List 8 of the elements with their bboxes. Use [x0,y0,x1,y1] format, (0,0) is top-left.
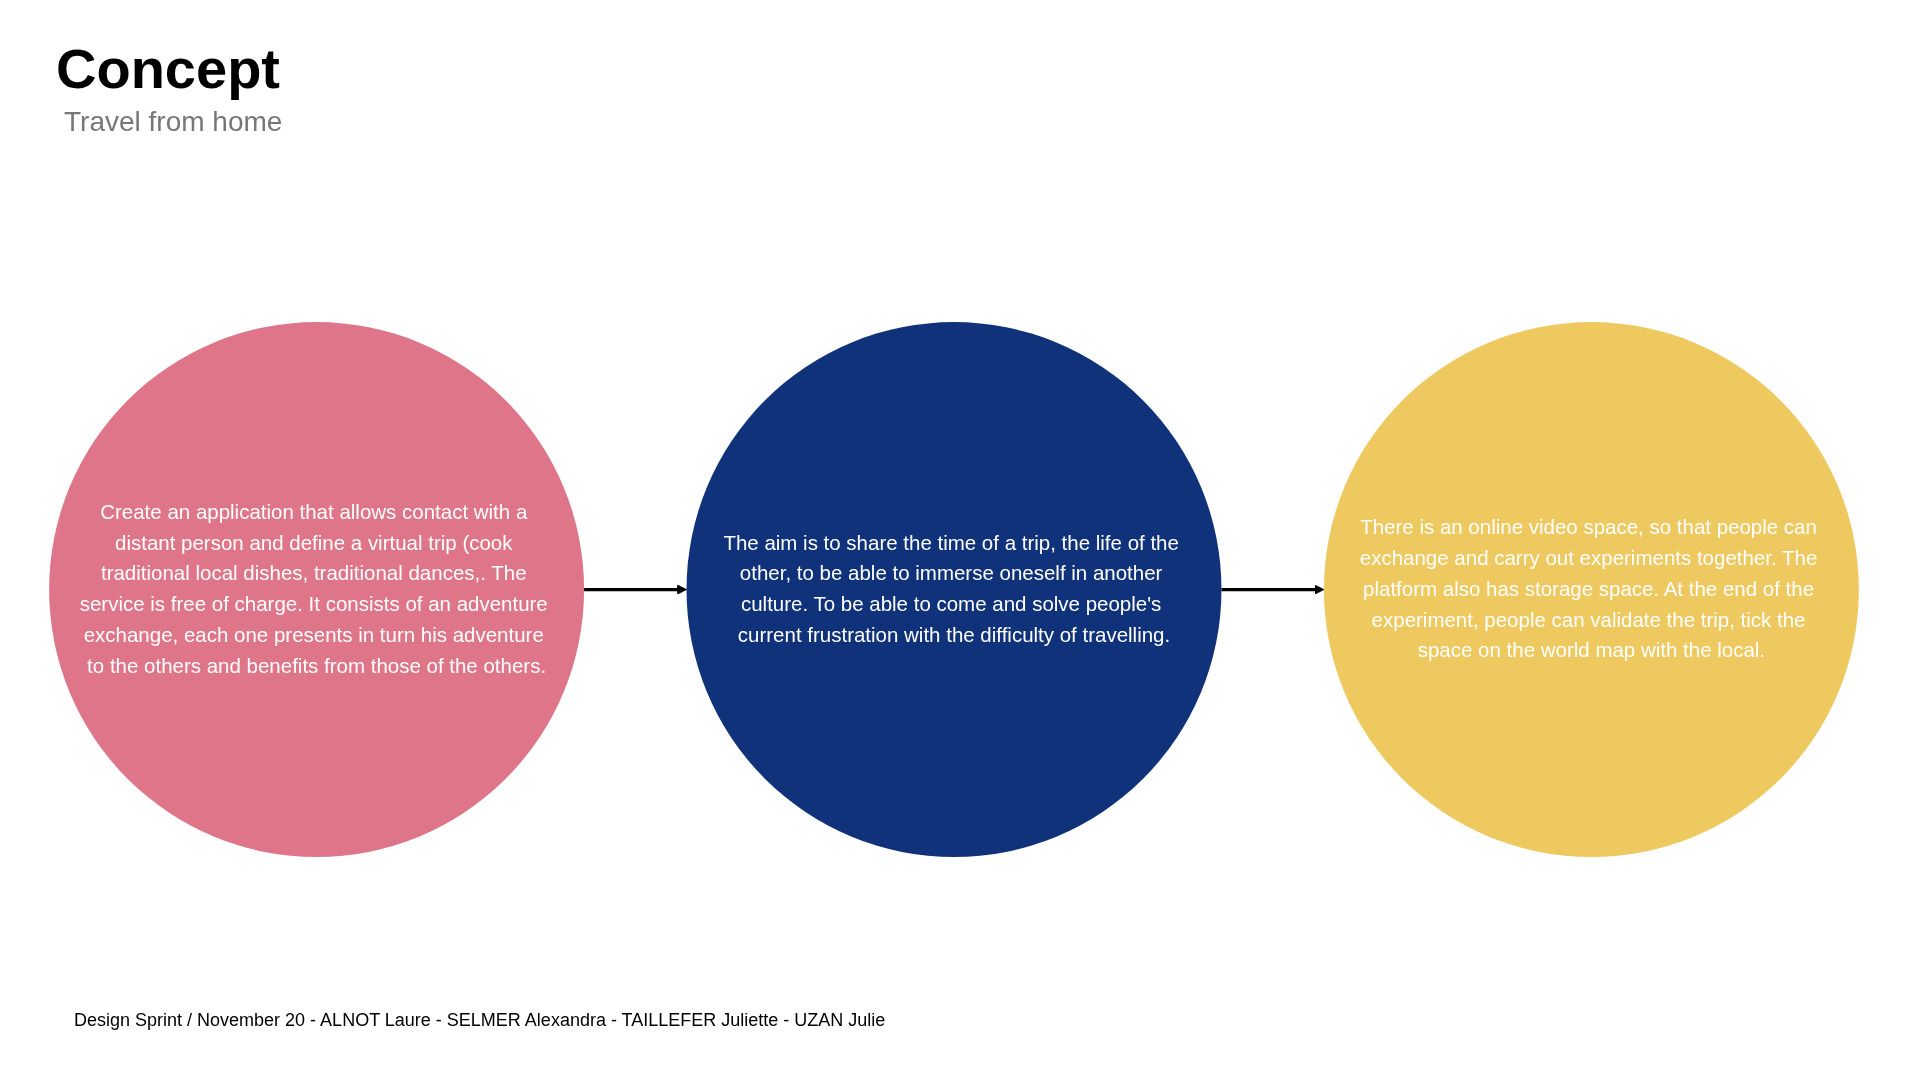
title: Concept [56,36,280,101]
arrow [1221,585,1325,595]
subtitle: Travel from home [64,106,283,138]
arrow [584,585,687,595]
node-circle: There is an online video space, so that people can exchange and carry out experiments together. The platform also has storage space. At the end of the experiment, people can validate the trip, tick the space on the world map with the local. [1323,322,1859,858]
footer-note: Design Sprint / November 20 - ALNOT Laure - SELMER Alexandra - TAILLEFER Juliette - UZAN Julie [74,1010,886,1031]
node-circle: The aim is to share the time of a trip, the life of the other, to be able to immerse oneself in another culture. To be able to come and solve people's current frustration with the difficulty of travelling. [686,322,1222,858]
node-circle: Create an application that allows contact with a distant person and define a virtual trip (cook traditional local dishes, traditional dances,. The service is free of charge. It consists of an adventure exchange, each one presents in turn his adventure to the others and benefits from those of the others. [49,322,585,858]
